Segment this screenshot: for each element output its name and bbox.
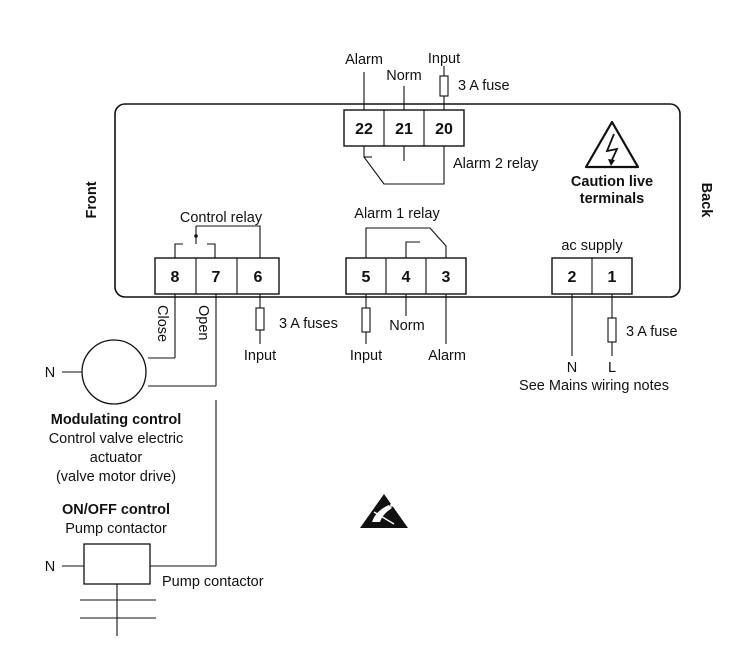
fuse-top-label: 3 A fuse: [458, 78, 510, 94]
alarm-top-label: Alarm: [345, 52, 383, 68]
caution-label-line2: terminals: [580, 191, 644, 207]
ac-supply-label: ac supply: [561, 238, 623, 254]
alarm-2-relay-contacts: [363, 146, 445, 185]
terminal-2: 2: [568, 269, 577, 286]
pump-contactor-symbol: [83, 543, 151, 585]
front-label: Front: [84, 181, 100, 218]
supply-n-label: N: [567, 360, 577, 376]
high-voltage-warning-icon: [584, 120, 640, 169]
open-label: Open: [195, 305, 211, 340]
modulating-desc-1: Control valve electric: [49, 431, 184, 447]
esd-warning-icon: [360, 494, 408, 528]
modulating-control-title: Modulating control: [51, 412, 181, 428]
top-terminal-block: 22 21 20: [343, 109, 465, 147]
terminal-3: 3: [442, 269, 451, 286]
alarm-bottom-label: Alarm: [428, 348, 466, 364]
terminal-5: 5: [362, 269, 371, 286]
onoff-control-subtitle: Pump contactor: [65, 521, 167, 537]
motor-n-label: N: [45, 365, 55, 381]
fuse-input-5: [361, 307, 371, 333]
norm-top-label: Norm: [386, 68, 421, 84]
norm-bottom-label: Norm: [389, 318, 424, 334]
contactor-contacts: [80, 584, 156, 636]
modulating-desc-2: actuator: [90, 450, 143, 466]
terminal-20: 20: [435, 121, 453, 138]
caution-label-line1: Caution live: [571, 174, 653, 190]
fuse-supply-label: 3 A fuse: [626, 324, 678, 340]
fuse-input-6: [255, 307, 265, 331]
terminal-8: 8: [171, 269, 180, 286]
control-relay-contacts: [174, 225, 261, 258]
input-6-label: Input: [244, 348, 276, 364]
alarm-1-relay-contacts: [365, 227, 447, 258]
instrument-housing: [114, 103, 681, 298]
back-label: Back: [698, 183, 714, 219]
terminal-21: 21: [395, 121, 413, 138]
alarm-1-terminal-block: 5 4 3: [345, 257, 467, 295]
fuses-3a-label: 3 A fuses: [279, 316, 338, 332]
control-relay-label: Control relay: [180, 210, 263, 226]
mains-note-label: See Mains wiring notes: [519, 378, 669, 394]
input-5-label: Input: [350, 348, 382, 364]
terminal-1: 1: [608, 269, 617, 286]
modulating-desc-3: (valve motor drive): [56, 469, 176, 485]
control-terminal-block: 8 7 6: [154, 257, 280, 295]
alarm-2-relay-label: Alarm 2 relay: [453, 156, 539, 172]
input-top-label: Input: [428, 51, 460, 67]
contactor-n-label: N: [45, 559, 55, 575]
terminal-4: 4: [402, 269, 411, 286]
fuse-supply: [607, 317, 617, 343]
terminal-7: 7: [212, 269, 221, 286]
alarm-1-relay-label: Alarm 1 relay: [354, 206, 440, 222]
fuse-top: [439, 75, 449, 97]
terminal-22: 22: [355, 121, 373, 138]
terminal-6: 6: [254, 269, 263, 286]
supply-terminal-block: 2 1: [551, 257, 633, 295]
close-label: Close: [154, 305, 170, 342]
onoff-control-title: ON/OFF control: [62, 502, 170, 518]
supply-l-label: L: [608, 360, 616, 376]
valve-motor-symbol: [81, 339, 147, 405]
pump-contactor-label: Pump contactor: [162, 574, 264, 590]
